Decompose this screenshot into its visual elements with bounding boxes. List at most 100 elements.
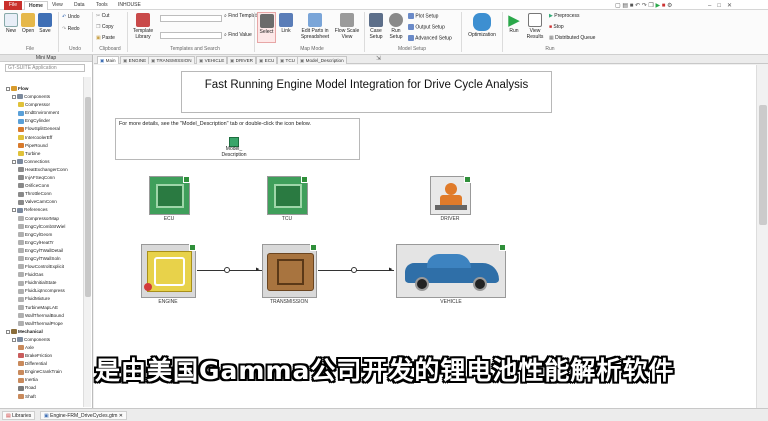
tree-item[interactable]: Components [6, 93, 82, 101]
open-file-tab[interactable]: ▣ Engine-FRM_DriveCycles.gtm ✕ [40, 411, 127, 420]
select-button[interactable]: Select [257, 12, 276, 43]
tree-item[interactable]: ThrottleConn [6, 190, 82, 198]
output-setup-button[interactable]: Output Setup [408, 24, 445, 31]
driver-component[interactable] [430, 176, 471, 215]
tree-item[interactable]: Inertia [6, 376, 82, 384]
tree-item[interactable]: EngCylTWallSoln [6, 255, 82, 263]
tab-view[interactable]: View [52, 2, 63, 8]
tcu-component[interactable] [267, 176, 308, 215]
tree-item[interactable]: EngCylGeom [6, 231, 82, 239]
tab-ecu[interactable]: ▣ ECU [256, 56, 278, 64]
libraries-tab[interactable]: ▤ Libraries [2, 411, 36, 420]
stop-icon[interactable]: ■ [661, 3, 666, 9]
copy-button[interactable]: ❐ Copy [96, 24, 114, 30]
expand-toggle-icon[interactable] [12, 94, 16, 99]
tree-item[interactable]: EngCylCombSIWiel [6, 223, 82, 231]
tree-item[interactable]: FlowSplitGeneral [6, 125, 82, 133]
find-template-input[interactable] [160, 15, 222, 22]
open-button[interactable]: Open [20, 13, 36, 34]
settings-icon[interactable]: ⚙ [667, 3, 673, 9]
link-button[interactable]: Link [278, 13, 294, 34]
tab-model-description[interactable]: ▣ Model_Description [297, 56, 347, 64]
file-menu-tab[interactable]: File [4, 1, 22, 10]
tree-item[interactable]: WallThermalPrope [6, 320, 82, 328]
tree-item[interactable]: InjAFSeqConn [6, 174, 82, 182]
save-icon[interactable]: ■ [629, 3, 634, 9]
tree-item[interactable]: References [6, 206, 82, 214]
run-setup-button[interactable]: Run Setup [387, 13, 405, 40]
tree-item[interactable]: FlowControlExplicit [6, 263, 82, 271]
tree-item[interactable]: FluidMixture [6, 295, 82, 303]
tree-item[interactable]: IntercoolerEff [6, 134, 82, 142]
tree-item[interactable]: FluidLiqIncompress [6, 287, 82, 295]
connection-node-icon[interactable] [224, 267, 230, 273]
paste-button[interactable]: ▣ Paste [96, 35, 115, 41]
undo-button[interactable]: ↶ Undo [62, 14, 80, 20]
stop-button[interactable]: ■ Stop [549, 24, 564, 30]
copy-icon[interactable]: ❐ [648, 3, 654, 9]
new-icon[interactable]: ▢ [615, 3, 621, 9]
tree-item[interactable]: Road [6, 384, 82, 392]
tree-item[interactable]: Mechanical [6, 328, 82, 336]
tab-inhouse[interactable]: INHOUSE [118, 2, 141, 8]
tab-driver[interactable]: ▣ DRIVER [227, 56, 256, 64]
tree-item[interactable]: EngineCrankTrain [6, 368, 82, 376]
tab-overflow-icon[interactable]: ⇲ [376, 56, 382, 62]
preprocess-button[interactable]: ▶ Preprocess [549, 13, 580, 19]
expand-toggle-icon[interactable] [6, 86, 10, 91]
view-results-button[interactable]: View Results [524, 13, 546, 40]
tab-tools[interactable]: Tools [96, 2, 108, 8]
ecu-component[interactable] [149, 176, 190, 215]
tree-item[interactable]: Compressor [6, 101, 82, 109]
scroll-thumb[interactable] [759, 105, 767, 225]
redo-button[interactable]: ↷ Redo [62, 26, 80, 32]
tree-item[interactable]: FluidInitialState [6, 279, 82, 287]
tree-item[interactable]: FluidGas [6, 271, 82, 279]
open-icon[interactable]: ▤ [622, 3, 629, 9]
tree-item[interactable]: CompressorMap [6, 215, 82, 223]
find-value-input[interactable] [160, 32, 222, 39]
tree-item[interactable]: ValveCamConn [6, 198, 82, 206]
new-button[interactable]: New [3, 13, 19, 34]
redo-icon[interactable]: ↷ [641, 3, 647, 9]
tree-item[interactable]: Shaft [6, 393, 82, 401]
expand-toggle-icon[interactable] [12, 337, 16, 342]
tree-item[interactable]: EngCylTWallDetail [6, 247, 82, 255]
tree-item[interactable]: Turbine [6, 150, 82, 158]
tree-item[interactable]: Axle [6, 344, 82, 352]
vehicle-component[interactable] [396, 244, 506, 298]
advanced-setup-button[interactable]: Advanced Setup [408, 35, 452, 42]
find-value-button[interactable]: ⌕ Find Value [224, 32, 252, 38]
distributed-queue-button[interactable]: ▦ Distributed Queue [549, 35, 596, 41]
scroll-thumb[interactable] [85, 97, 91, 297]
flow-scale-view-button[interactable]: Flow Scale View [334, 13, 360, 40]
left-panel-scrollbar[interactable] [83, 77, 91, 407]
tree-item[interactable]: EngCylHeatTr [6, 239, 82, 247]
transmission-component[interactable] [262, 244, 317, 298]
tab-vehicle[interactable]: ▣ VEHICLE [196, 56, 228, 64]
tab-engine[interactable]: ▣ ENGINE [120, 56, 150, 64]
model-map-canvas[interactable]: Fast Running Engine Model Integration fo… [94, 65, 756, 408]
expand-toggle-icon[interactable] [12, 159, 16, 164]
tree-item[interactable]: Differential [6, 360, 82, 368]
close-tab-icon[interactable]: ✕ [118, 413, 123, 419]
tree-item[interactable]: OrificeConn [6, 182, 82, 190]
undo-icon[interactable]: ↶ [634, 3, 641, 9]
application-selector[interactable]: GT-SUITE Application [5, 64, 85, 72]
tree-item[interactable]: BrakeFriction [6, 352, 82, 360]
template-library-button[interactable]: Template Library [130, 13, 156, 40]
expand-toggle-icon[interactable] [12, 208, 16, 213]
close-icon[interactable]: ✕ [726, 3, 738, 9]
tree-item[interactable]: EngCylinder [6, 117, 82, 125]
save-button[interactable]: Save [37, 13, 53, 34]
tree-item[interactable]: WallThermalBound [6, 312, 82, 320]
cut-button[interactable]: ✂ Cut [96, 13, 110, 19]
find-template-button[interactable]: ⌕ Find Template [224, 13, 260, 19]
tree-item[interactable]: TurbineMapLAE [6, 304, 82, 312]
tree-item[interactable]: PipeRound [6, 142, 82, 150]
connection-node-icon[interactable] [351, 267, 357, 273]
edit-parts-button[interactable]: Edit Parts in Spreadsheet [297, 13, 333, 40]
tree-item[interactable]: Connections [6, 158, 82, 166]
case-setup-button[interactable]: Case Setup [367, 13, 385, 40]
tab-main[interactable]: ▣ Main [97, 56, 119, 64]
